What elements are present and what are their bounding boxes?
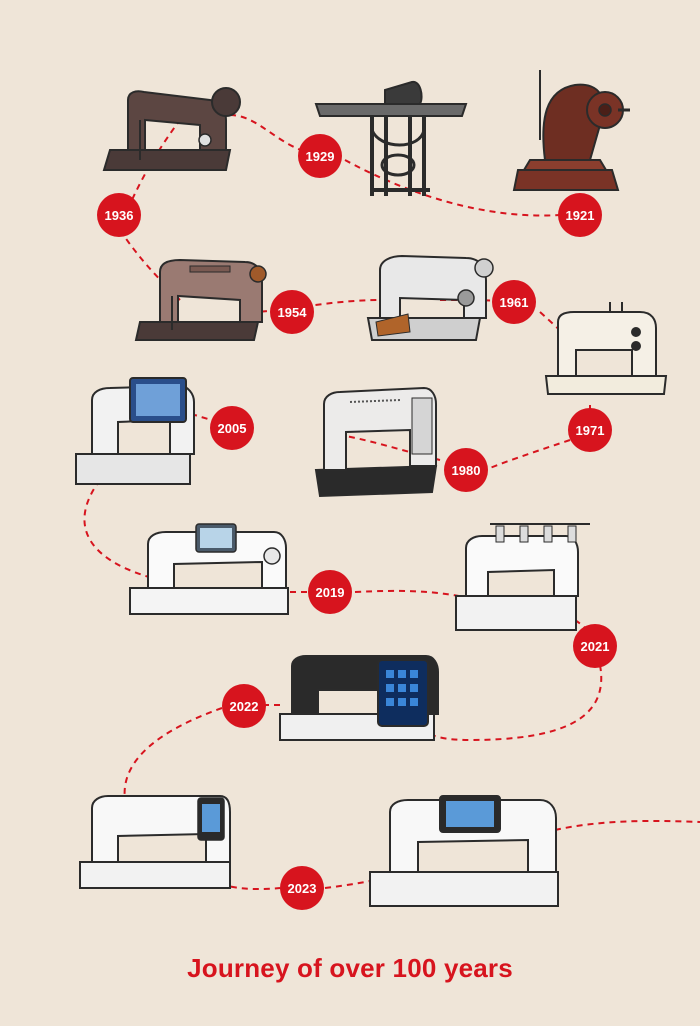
year-badge-1936: 1936	[97, 193, 141, 237]
svg-text:2023: 2023	[288, 881, 317, 896]
machine-2019	[129, 523, 289, 615]
machine-1980	[314, 386, 438, 498]
machine-2023-right	[369, 795, 559, 907]
svg-text:2022: 2022	[230, 699, 259, 714]
svg-text:1980: 1980	[452, 463, 481, 478]
machine-1961	[366, 254, 494, 341]
svg-text:1929: 1929	[306, 149, 335, 164]
year-badge-1954: 1954	[270, 290, 314, 334]
machine-2005	[75, 377, 195, 485]
svg-text:1961: 1961	[500, 295, 529, 310]
year-badge-2019: 2019	[308, 570, 352, 614]
svg-text:2021: 2021	[581, 639, 610, 654]
year-badge-2021: 2021	[573, 624, 617, 668]
svg-text:1954: 1954	[278, 305, 308, 320]
svg-text:1971: 1971	[576, 423, 605, 438]
machine-2022	[279, 655, 439, 741]
year-badge-1921: 1921	[558, 193, 602, 237]
journey-dashed-path	[83, 114, 700, 891]
machine-1936	[102, 87, 241, 171]
year-badge-1929: 1929	[298, 134, 342, 178]
svg-text:2005: 2005	[218, 421, 247, 436]
svg-text:1921: 1921	[566, 208, 595, 223]
year-badge-2022: 2022	[222, 684, 266, 728]
svg-text:2019: 2019	[316, 585, 345, 600]
year-badge-2005: 2005	[210, 406, 254, 450]
machine-1954	[134, 258, 267, 341]
machine-1929	[314, 80, 468, 196]
machine-2021	[455, 523, 590, 631]
page-title: Journey of over 100 years	[187, 953, 513, 983]
year-badge-1971: 1971	[568, 408, 612, 452]
machine-2023-left	[79, 795, 231, 889]
year-badge-1961: 1961	[492, 280, 536, 324]
machine-1921	[512, 70, 630, 191]
svg-text:1936: 1936	[105, 208, 134, 223]
machine-1971	[544, 302, 668, 395]
year-badge-1980: 1980	[444, 448, 488, 492]
year-badge-2023: 2023	[280, 866, 324, 910]
